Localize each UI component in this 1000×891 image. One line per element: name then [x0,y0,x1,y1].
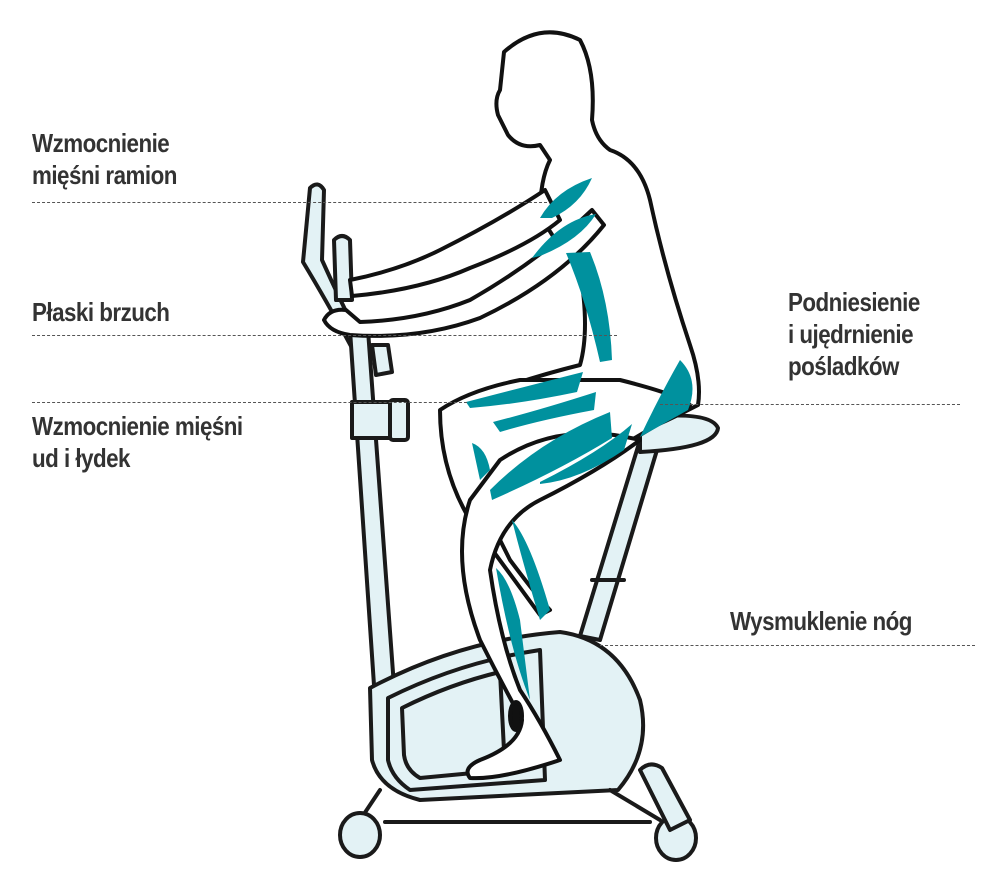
label-glutes: Podniesienie i ujędrnienie pośladków [788,286,920,382]
biceps-muscle [532,214,596,258]
front-foot [338,811,382,859]
guide-line-thighs [32,402,467,403]
muscle-highlights [466,178,693,700]
label-glutes-line2: i ujędrnienie [788,319,914,349]
label-glutes-line3: pośladków [788,351,899,381]
label-flat-stomach: Płaski brzuch [32,296,170,328]
hamstring-muscle [540,424,632,484]
deltoid-muscle [540,178,592,218]
guide-line-legs [600,645,975,646]
glute-muscle [640,360,693,437]
label-thigh-calf-muscles: Wzmocnienie mięśni ud i łydek [32,410,243,474]
guide-line-arms [32,202,547,203]
label-thigh-calf-muscles-line1: Wzmocnienie mięśni [32,411,243,441]
thigh-muscle-2 [493,392,596,432]
shin-muscle [512,520,550,620]
label-arm-muscles-line2: mięśni ramion [32,160,177,190]
bike-stem [348,328,397,702]
label-slim-legs: Wysmuklenie nóg [730,605,912,637]
thigh-muscle-1 [466,372,583,408]
label-thigh-calf-muscles-line2: ud i łydek [32,443,130,473]
calf-muscle-1 [472,443,490,480]
label-arm-muscles: Wzmocnienie mięśni ramion [32,127,177,191]
guide-line-glutes [660,404,960,405]
label-arm-muscles-line1: Wzmocnienie [32,128,170,158]
back-muscle [566,252,612,362]
label-slim-legs-line1: Wysmuklenie nóg [730,606,912,636]
person-leg-rear [460,431,642,781]
label-flat-stomach-line1: Płaski brzuch [32,297,170,327]
person-arm [348,188,562,298]
label-glutes-line1: Podniesienie [788,287,920,317]
guide-line-abs [32,335,617,336]
calf-muscle-2 [496,568,530,700]
quad-muscle [490,412,612,500]
